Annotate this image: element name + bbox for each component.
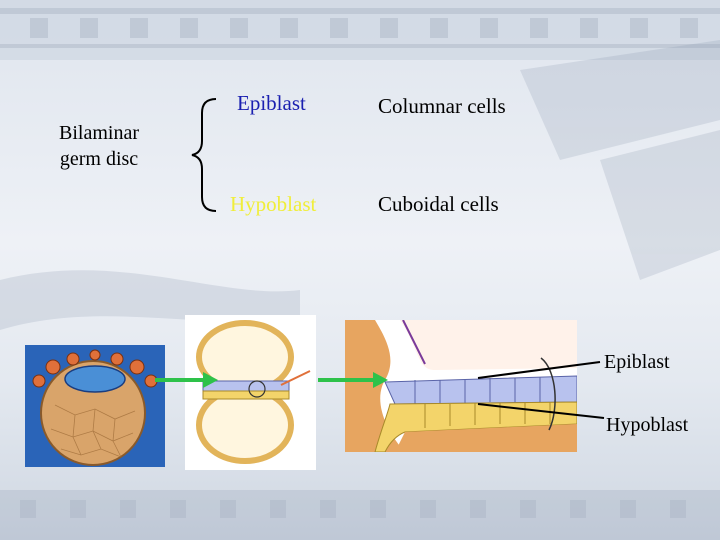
arrow-1 xyxy=(155,372,218,388)
hypoblast-label: Hypoblast xyxy=(230,192,317,216)
columnar-cells-label: Columnar cells xyxy=(378,94,506,118)
cell-layers-magnified xyxy=(345,320,577,452)
embryonic-disc-illustration xyxy=(185,315,316,470)
bilaminar-germ-disc-label: Bilaminar germ disc xyxy=(44,120,154,172)
blastocyst-illustration xyxy=(25,345,165,467)
cuboidal-cells-label: Cuboidal cells xyxy=(378,192,499,216)
callout-line-epiblast xyxy=(477,361,601,379)
bilaminar-line1: Bilaminar xyxy=(59,122,139,144)
callout-line-hypoblast xyxy=(477,403,605,419)
epiblast-label: Epiblast xyxy=(237,91,306,115)
bilaminar-line2: germ disc xyxy=(59,148,139,170)
callout-epiblast-label: Epiblast xyxy=(604,351,670,373)
arrow-2 xyxy=(318,372,388,388)
callout-hypoblast-label: Hypoblast xyxy=(606,414,689,436)
curly-brace xyxy=(191,98,217,212)
